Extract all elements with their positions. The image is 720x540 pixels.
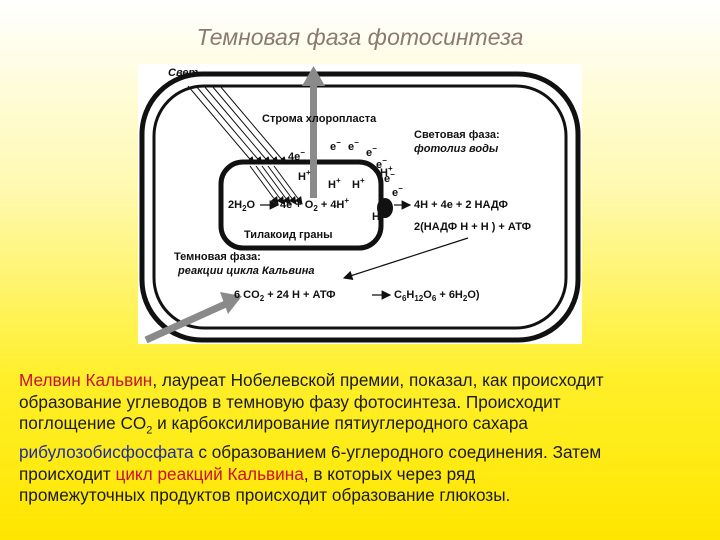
text-line-6: промежуточных продуктов происходит образ… [19,485,709,507]
dark-phase-sublabel: реакции цикла Кальвина [177,265,314,277]
description-text: Мелвин Кальвин, лауреат Нобелевской прем… [19,370,709,507]
co2-entry-arrow [146,292,242,340]
stroma-label: Строма хлоропласта [262,113,377,125]
svg-text:H+: H+ [298,168,311,183]
light-phase-label: Световая фаза: [414,129,500,141]
light-rays [188,86,302,204]
photolysis-products: 4e + O2 + 4H+ [280,196,349,213]
chloroplast-diagram: Свет Строма хлоропласта Световая фаза: ф… [138,64,582,344]
nadp-reduction: 4H + 4e + 2 НАДФ [414,199,508,211]
ribulose-term: рибулозобисфосфата [19,442,194,462]
dark-phase-label: Темновая фаза: [174,251,261,263]
svg-text:e−: e− [330,138,341,153]
svg-text:H+: H+ [328,176,341,191]
calvin-cycle-term: цикл реакций Кальвина [115,464,303,484]
svg-text:H+: H+ [352,176,365,191]
diagram-panel: Свет Строма хлоропласта Световая фаза: ф… [138,64,582,344]
text-line-3: поглощение CO2 и карбоксилирование пятиу… [19,413,709,442]
svg-text:e−: e− [348,138,359,153]
slide-title: Темновая фаза фотосинтеза [0,24,720,51]
nadph-atp-products: 2(НАДФ H + H ) + АТФ [414,221,531,233]
glucose-product: C6H12O6 + 6H2O) [394,289,480,303]
svg-text:e−: e− [366,144,377,159]
text-line-4: рибулозобисфосфата с образованием 6-угле… [19,442,709,464]
text-line-5: происходит цикл реакций Кальвина, в кото… [19,464,709,486]
water-label: 2H2O [228,199,256,213]
text-line-1: Мелвин Кальвин, лауреат Нобелевской прем… [19,370,709,392]
atp-synthase [377,198,393,218]
light-phase-sublabel: фотолиз воды [414,143,499,155]
calvin-name: Мелвин Кальвин [19,370,152,390]
light-label: Свет [168,67,198,79]
svg-text:e−: e− [392,184,403,199]
thylakoid-label: Тилакоид граны [244,229,333,241]
calvin-cycle-equation: 6 CO2 + 24 H + АТФ [234,289,336,303]
text-line-2: образование углеводов в темновую фазу фо… [19,392,709,414]
